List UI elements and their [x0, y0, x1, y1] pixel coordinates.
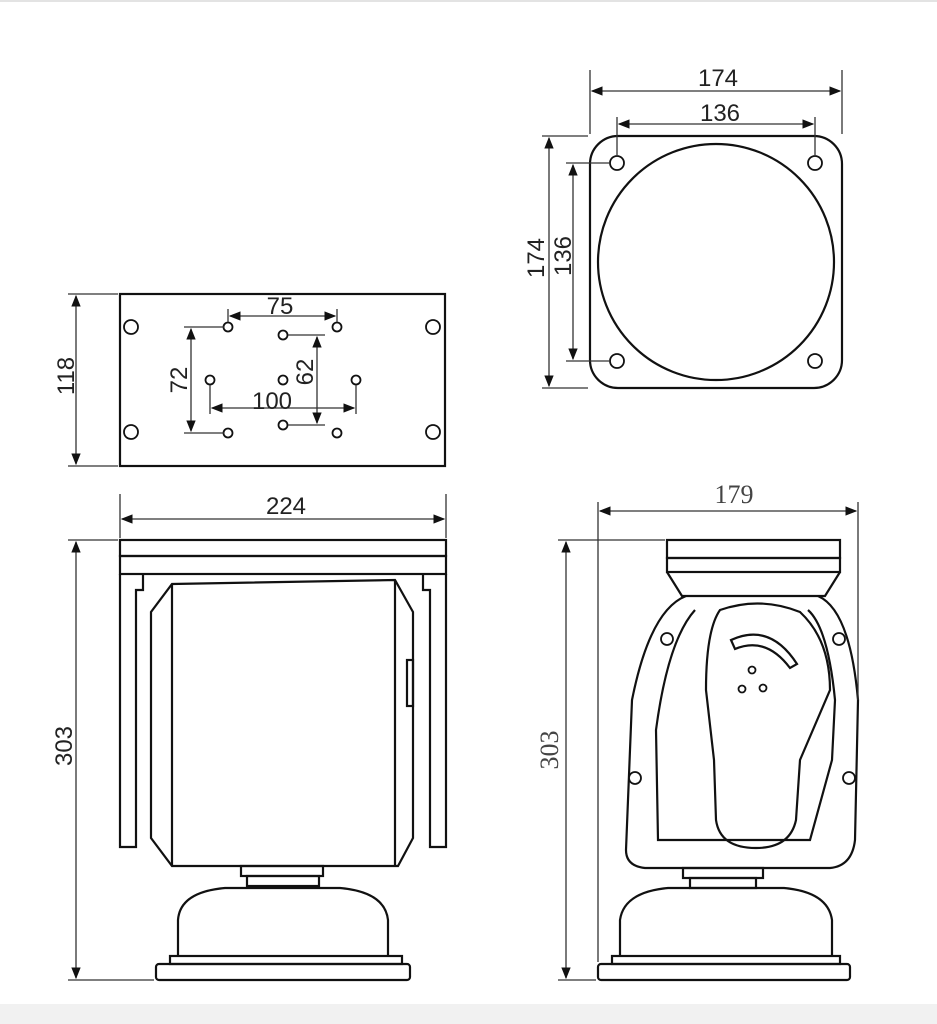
plate-mount-hole [222, 427, 234, 439]
side-top-plate [665, 538, 842, 560]
plate-mount-hole [277, 374, 289, 386]
side-bolt [628, 771, 642, 785]
dim-label-hole-spacing-72: 72 [166, 367, 193, 394]
dim-label-side-width: 179 [715, 480, 754, 509]
side-bracket-outer [624, 594, 860, 870]
plate-mount-hole [222, 321, 234, 333]
dim-label-top-inner-width: 136 [700, 100, 740, 127]
plate-mount-hole [350, 374, 362, 386]
top-border [0, 0, 937, 2]
top-view-lens-circle [596, 142, 836, 382]
plate-corner-hole [425, 319, 441, 335]
plate-corner-hole [123, 319, 139, 335]
bottom-strip [0, 1004, 937, 1024]
side-neck [681, 866, 765, 880]
plate-mount-hole [277, 329, 289, 341]
side-camera-housing [704, 602, 832, 850]
dim-label-front-width: 224 [266, 493, 306, 520]
front-camera-housing [149, 578, 415, 868]
dim-label-hole-spacing-62: 62 [292, 359, 319, 386]
side-screw [747, 665, 757, 675]
mounting-plate-view: 118 75 72 62 100 [53, 292, 447, 468]
plate-corner-hole [425, 424, 441, 440]
top-corner-hole [609, 155, 625, 171]
plate-corner-hole [123, 424, 139, 440]
front-base-plate [154, 962, 412, 982]
mounting-plate-outline [118, 292, 447, 468]
front-housing-latch [405, 658, 415, 708]
side-screw [737, 684, 747, 694]
dim-label-side-height: 303 [535, 731, 564, 770]
side-base-dome [618, 886, 834, 956]
front-view: 224 303 [51, 493, 448, 982]
front-bracket-top [118, 554, 448, 576]
top-corner-hole [609, 353, 625, 369]
plate-mount-hole [331, 321, 343, 333]
side-base-plate [596, 962, 852, 982]
dim-label-plate-height: 118 [53, 357, 80, 395]
side-bolt [842, 771, 856, 785]
front-bracket-left-arm [118, 574, 145, 849]
dim-label-hole-spacing-100: 100 [252, 388, 292, 415]
dim-label-hole-spacing-75: 75 [267, 293, 294, 320]
top-view-outline [588, 134, 844, 390]
front-bracket-right-arm [421, 574, 448, 849]
front-base-dome [176, 886, 390, 956]
front-neck [239, 864, 325, 878]
plate-mount-hole [277, 419, 289, 431]
dim-label-top-outer-width: 174 [698, 65, 738, 92]
dim-label-top-outer-height: 174 [523, 238, 550, 278]
side-screw [758, 683, 768, 693]
top-corner-hole [807, 353, 823, 369]
top-corner-hole [807, 155, 823, 171]
side-bolt [832, 632, 846, 646]
dim-label-top-inner-height: 136 [550, 236, 577, 276]
side-bracket-inner [654, 609, 837, 842]
plate-mount-hole [331, 427, 343, 439]
side-view: 179 303 [535, 480, 860, 982]
plate-mount-hole [204, 374, 216, 386]
front-top-plate [118, 538, 448, 558]
side-bolt [660, 632, 674, 646]
top-view: 174 136 174 136 [523, 65, 844, 390]
dim-label-front-height: 303 [51, 726, 78, 766]
side-arc-slot [729, 633, 799, 670]
side-bracket-taper [666, 571, 841, 598]
